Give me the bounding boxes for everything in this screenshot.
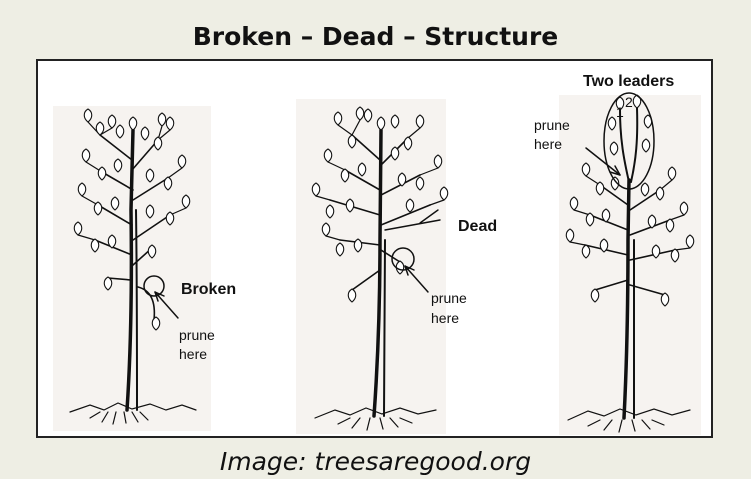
tree-dead [312,107,448,430]
prune-note-leaders-line1: prune [534,117,570,133]
leader-number-1: 1 [616,104,624,120]
label-two-leaders: Two leaders [583,73,674,91]
tree-broken [70,109,196,424]
leader-number-2: 2 [625,94,633,110]
prune-note-leaders-line2: here [534,136,562,152]
prune-note-dead-line1: prune [431,290,467,306]
prune-note-broken-line1: prune [179,327,215,343]
image-credit-caption: Image: treesaregood.org [0,447,751,476]
label-broken: Broken [181,281,236,299]
prune-note-broken-line2: here [179,346,207,362]
tree-two-leaders [566,93,694,432]
label-dead: Dead [458,218,497,236]
prune-note-dead-line2: here [431,310,459,326]
